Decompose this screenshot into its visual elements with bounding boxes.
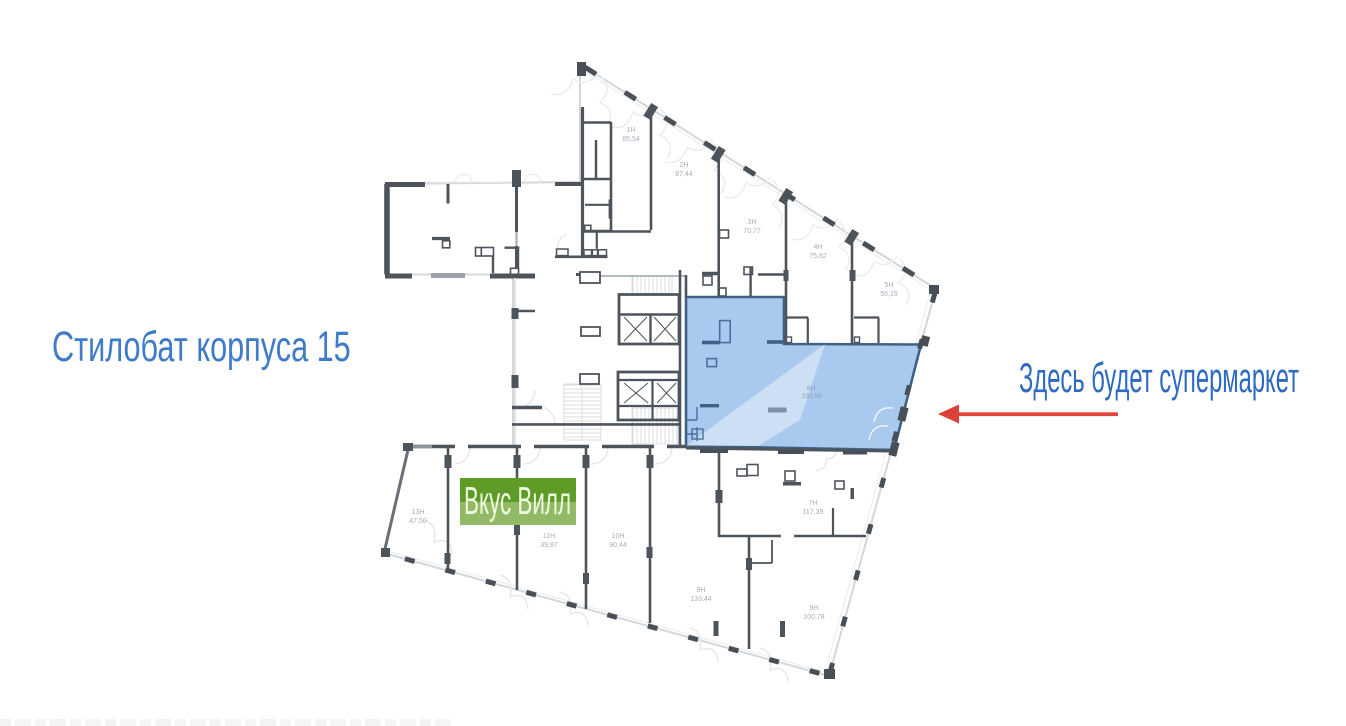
svg-text:11Н: 11Н	[543, 533, 555, 540]
svg-text:6Н: 6Н	[807, 385, 816, 392]
svg-text:55,19: 55,19	[880, 291, 898, 298]
svg-text:3Н: 3Н	[748, 219, 757, 226]
svg-text:39,87: 39,87	[540, 542, 558, 549]
svg-text:Здесь будет супермаркет: Здесь будет супермаркет	[1019, 355, 1299, 402]
svg-text:4Н: 4Н	[814, 244, 823, 251]
svg-text:2Н: 2Н	[680, 162, 689, 169]
svg-text:117,39: 117,39	[803, 509, 824, 516]
svg-text:9Н: 9Н	[697, 587, 706, 594]
svg-text:75,62: 75,62	[809, 253, 827, 260]
svg-text:7Н: 7Н	[809, 500, 818, 507]
svg-text:13Н: 13Н	[412, 509, 425, 516]
svg-text:70,77: 70,77	[743, 228, 761, 235]
svg-text:8Н: 8Н	[810, 605, 819, 612]
svg-text:232,95: 232,95	[802, 393, 822, 400]
svg-text:87,44: 87,44	[675, 171, 693, 178]
svg-text:133,44: 133,44	[690, 596, 712, 603]
svg-text:90,44: 90,44	[609, 542, 627, 549]
svg-text:5Н: 5Н	[885, 282, 894, 289]
svg-text:85,54: 85,54	[622, 136, 640, 143]
svg-text:Вкус Вилл: Вкус Вилл	[464, 478, 571, 522]
svg-text:Стилобат корпуса 15: Стилобат корпуса 15	[52, 322, 351, 370]
svg-text:10Н: 10Н	[612, 533, 625, 540]
svg-text:1Н: 1Н	[627, 127, 636, 134]
svg-text:47,50: 47,50	[409, 518, 427, 525]
svg-text:100,78: 100,78	[803, 614, 825, 621]
